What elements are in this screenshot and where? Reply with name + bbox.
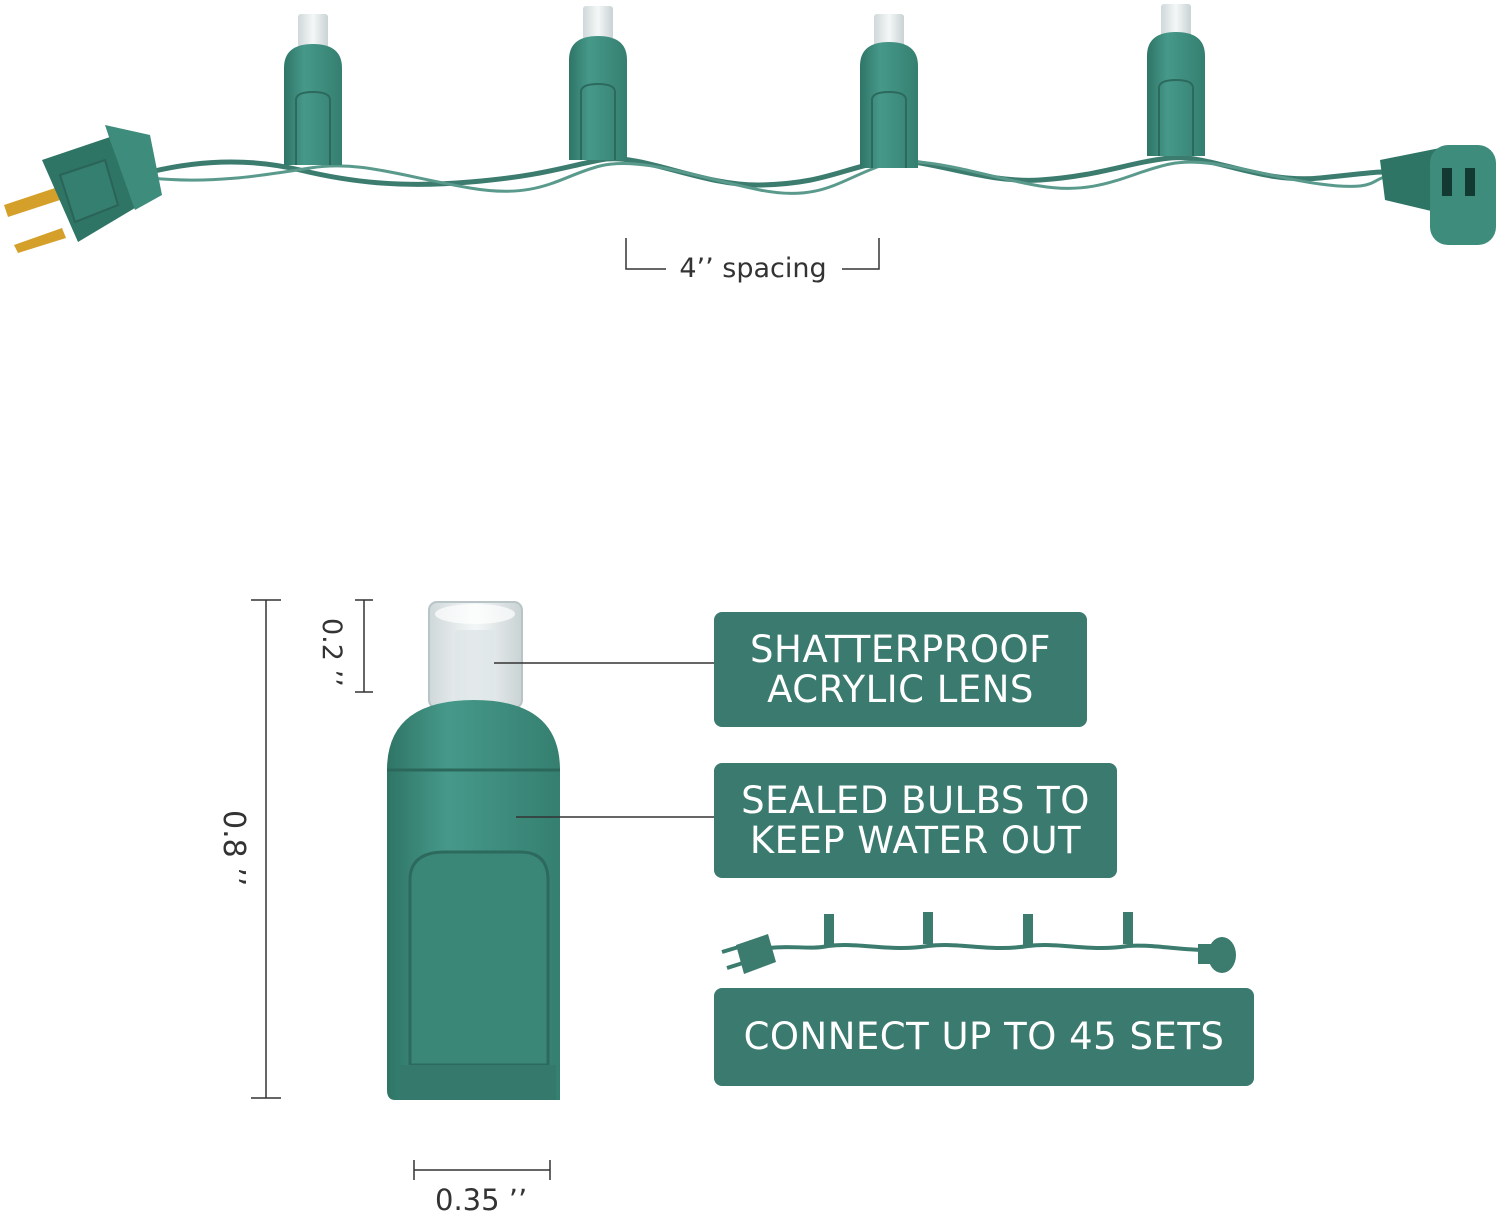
feature-line: SHATTERPROOF <box>750 627 1051 671</box>
male-plug-icon <box>4 125 162 253</box>
width-label: 0.35 ’’ <box>435 1183 527 1217</box>
connectable-strand-icon <box>721 912 1236 974</box>
light-strand: 4’’ spacing <box>4 4 1496 284</box>
bulb-housing <box>387 700 560 1100</box>
dimension-total-height: 0.8 ’’ <box>216 599 281 1099</box>
dimension-lens-height: 0.2 ’’ <box>316 599 373 693</box>
acrylic-lens <box>428 601 523 709</box>
feature-box-sealed: SEALED BULBS TO KEEP WATER OUT <box>714 763 1117 878</box>
feature-line: ACRYLIC LENS <box>767 667 1034 711</box>
female-connector-icon <box>1380 145 1496 245</box>
feature-line: KEEP WATER OUT <box>749 818 1082 862</box>
led-bulb-icon <box>569 6 627 160</box>
led-bulb-icon <box>284 14 342 165</box>
wire <box>149 160 1391 195</box>
led-bulb-icon <box>860 14 918 168</box>
dimension-width: 0.35 ’’ <box>413 1160 551 1217</box>
lens-height-label: 0.2 ’’ <box>316 618 347 687</box>
spacing-label: 4’’ spacing <box>679 253 826 284</box>
feature-box-lens: SHATTERPROOF ACRYLIC LENS <box>714 612 1087 727</box>
led-bulb-icon <box>1147 4 1205 156</box>
total-height-label: 0.8 ’’ <box>216 810 251 886</box>
bulb-closeup <box>387 601 560 1100</box>
feature-box-connect: CONNECT UP TO 45 SETS <box>714 988 1254 1086</box>
feature-line: CONNECT UP TO 45 SETS <box>743 1015 1225 1058</box>
feature-line: SEALED BULBS TO <box>741 778 1090 822</box>
spacing-dimension: 4’’ spacing <box>625 238 880 284</box>
